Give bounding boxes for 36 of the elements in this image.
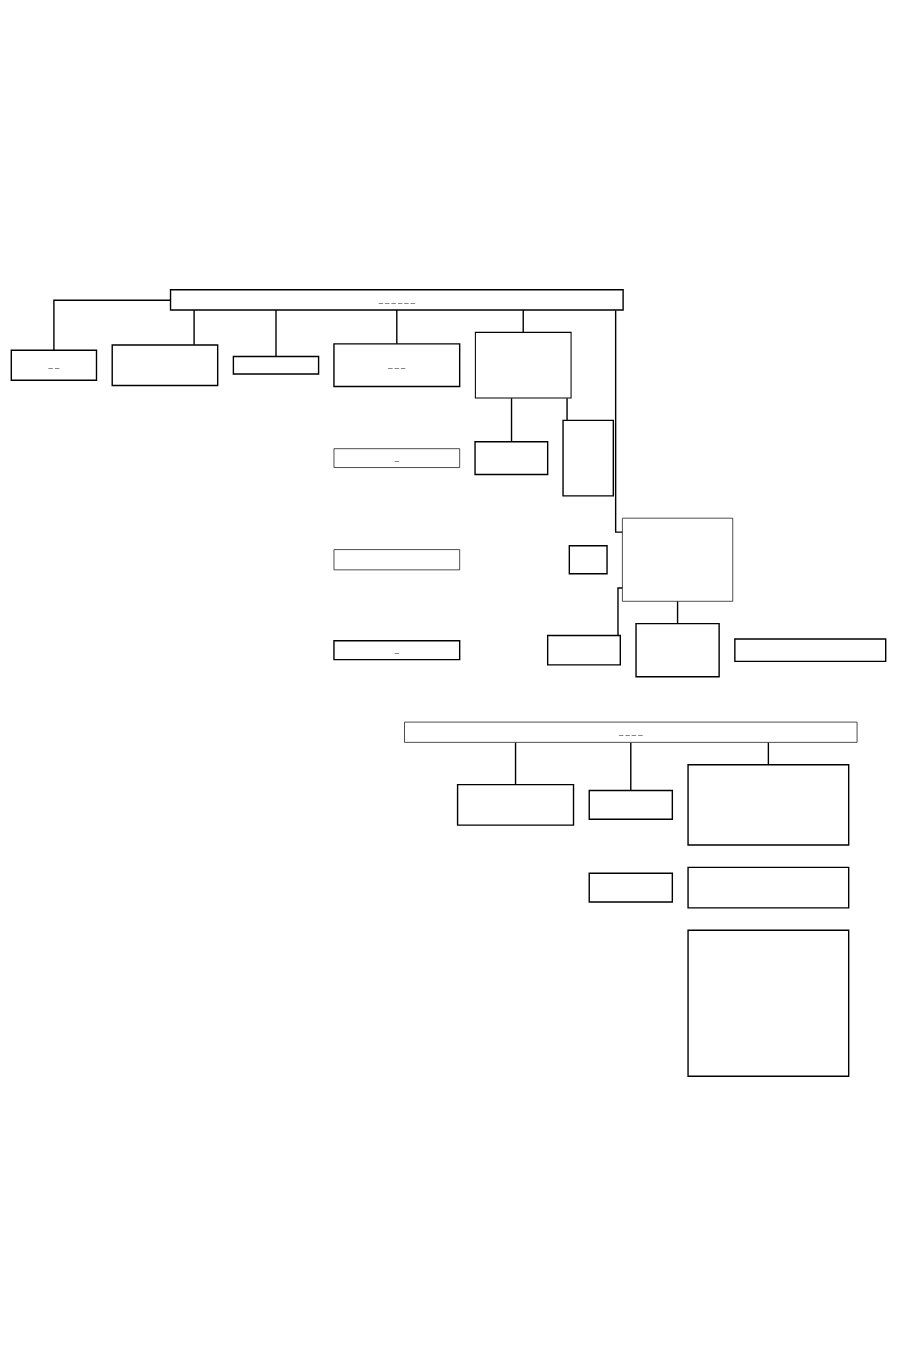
node-box: _ _ _ _ _ _ bbox=[169, 289, 624, 311]
connector bbox=[193, 309, 195, 346]
node-box bbox=[456, 783, 575, 826]
node-box bbox=[588, 789, 674, 820]
node-box bbox=[687, 866, 850, 909]
node-box bbox=[562, 419, 615, 497]
node-box bbox=[474, 331, 572, 399]
node-box bbox=[622, 517, 734, 602]
connector bbox=[514, 741, 517, 786]
node-box bbox=[687, 929, 850, 1077]
node-box bbox=[474, 441, 549, 476]
node-box bbox=[568, 545, 608, 575]
node-box bbox=[635, 622, 720, 678]
node-box bbox=[687, 764, 850, 846]
connector bbox=[676, 600, 679, 625]
node-box: _ _ _ bbox=[333, 343, 461, 388]
node-box: _ _ _ _ bbox=[404, 721, 858, 743]
connector bbox=[566, 397, 568, 421]
node-box bbox=[232, 355, 320, 375]
node-box bbox=[588, 872, 674, 903]
connector bbox=[53, 299, 172, 351]
connector bbox=[510, 397, 513, 443]
node-box bbox=[333, 549, 461, 571]
node-box: _ _ bbox=[10, 349, 98, 381]
connector bbox=[396, 309, 398, 345]
node-box bbox=[546, 634, 621, 666]
node-box: _ bbox=[333, 640, 461, 661]
connector bbox=[614, 309, 623, 533]
connector bbox=[522, 309, 524, 333]
node-box bbox=[734, 638, 887, 663]
connector bbox=[275, 309, 277, 358]
connector bbox=[617, 587, 623, 637]
node-box bbox=[111, 344, 219, 387]
node-box: _ bbox=[333, 448, 461, 468]
connector bbox=[767, 741, 770, 766]
connector bbox=[630, 741, 632, 792]
